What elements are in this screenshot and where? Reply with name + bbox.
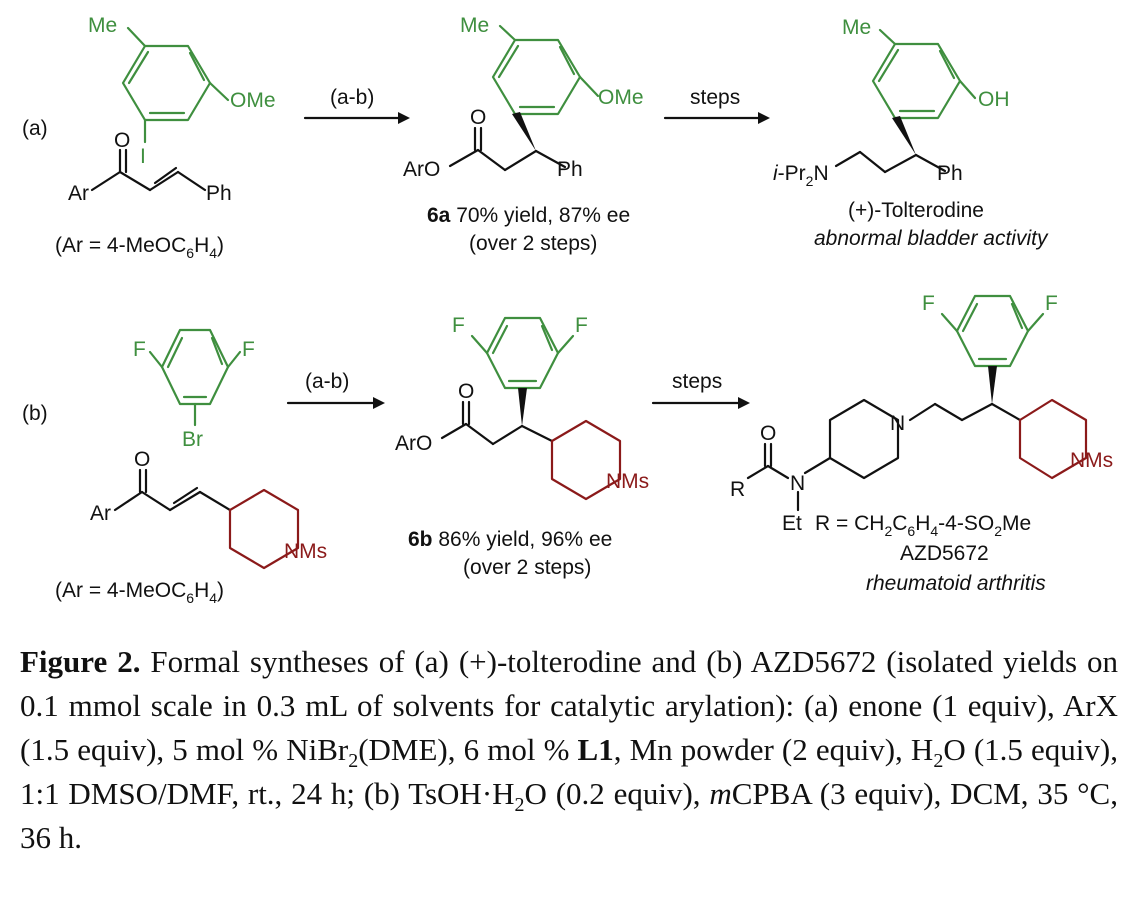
reactant-enone-a: O Ar Ph (Ar = 4-MeOC6H4)	[55, 129, 232, 261]
r-label: R	[730, 478, 745, 501]
bromine-label: Br	[182, 428, 203, 451]
reaction-arrow-a2: steps	[663, 86, 770, 124]
r-definition: R = CH2C6H4-4-SO2Me	[815, 512, 1031, 539]
part-a-label: (a)	[22, 117, 48, 140]
ar-label: Ar	[68, 182, 89, 205]
reaction-arrow-a1: (a-b)	[303, 86, 410, 124]
carbonyl-o: O	[114, 129, 130, 152]
nms-label: NMs	[1070, 449, 1113, 472]
product-6b: F F O ArO NMs 6b 86% yield, 96% ee (over…	[395, 314, 649, 579]
nms-label: NMs	[606, 470, 649, 493]
target-indication: rheumatoid arthritis	[866, 572, 1046, 595]
ar-label: Ar	[90, 502, 111, 525]
et-label: Et	[782, 512, 802, 535]
target-name: (+)-Tolterodine	[848, 199, 984, 222]
product-yield: 6b 86% yield, 96% ee	[408, 528, 612, 551]
reactant-aryl-iodide: Me OMe I	[88, 14, 276, 168]
carbonyl-o: O	[760, 422, 776, 445]
ar-definition: (Ar = 4-MeOC6H4)	[55, 234, 224, 261]
target-tolterodine: Me OH i-Pr2N Ph (+)-Tolterodine abnormal…	[773, 16, 1049, 250]
ar-definition: (Ar = 4-MeOC6H4)	[55, 579, 224, 606]
product-yield: 6a 70% yield, 87% ee	[427, 204, 630, 227]
fluorine-label: F	[242, 338, 255, 361]
ome-label: OMe	[598, 86, 644, 109]
iodine-label: I	[140, 145, 146, 168]
figure-caption: Figure 2. Formal syntheses of (a) (+)-to…	[20, 644, 1118, 855]
aryloxy-label: ArO	[395, 432, 432, 455]
reactant-enone-b: O Ar NMs (Ar = 4-MeOC6H4)	[55, 448, 327, 606]
carbonyl-o: O	[470, 106, 486, 129]
aryloxy-label: ArO	[403, 158, 440, 181]
part-b-label: (b)	[22, 402, 48, 425]
carbonyl-o: O	[458, 380, 474, 403]
target-indication: abnormal bladder activity	[814, 227, 1049, 250]
fluorine-label: F	[575, 314, 588, 337]
ligand-label: L1	[577, 732, 614, 767]
fluorine-label: F	[133, 338, 146, 361]
me-label: Me	[460, 14, 489, 37]
piperidine-n: N	[890, 412, 905, 435]
reaction-arrow-b1: (a-b)	[286, 370, 385, 409]
arrow-label: (a-b)	[305, 370, 349, 393]
me-label: Me	[842, 16, 871, 39]
me-label: Me	[88, 14, 117, 37]
arrow-label: steps	[672, 370, 722, 393]
amine-label: i-Pr2N	[773, 162, 829, 189]
reaction-scheme: (a) Me OMe I O Ar Ph (Ar = 4-MeOC6H4) (a…	[22, 14, 1113, 606]
figure-label: Figure 2.	[20, 644, 141, 679]
arrow-label: steps	[690, 86, 740, 109]
reactant-aryl-bromide: F F Br	[133, 328, 255, 451]
carbonyl-o: O	[134, 448, 150, 471]
ome-label: OMe	[230, 89, 276, 112]
target-name: AZD5672	[900, 542, 989, 565]
fluorine-label: F	[922, 292, 935, 315]
oh-label: OH	[978, 88, 1010, 111]
product-steps: (over 2 steps)	[469, 232, 597, 255]
fluorine-label: F	[1045, 292, 1058, 315]
arrow-label: (a-b)	[330, 86, 374, 109]
amide-n: N	[790, 472, 805, 495]
ph-label: Ph	[206, 182, 232, 205]
ph-label: Ph	[557, 158, 583, 181]
target-azd5672: F F NMs N N Et O R R = CH2C6H4-4-SO2Me A…	[730, 292, 1113, 595]
fluorine-label: F	[452, 314, 465, 337]
product-steps: (over 2 steps)	[463, 556, 591, 579]
reaction-arrow-b2: steps	[651, 370, 750, 409]
product-6a: Me OMe O ArO Ph 6a 70% yield, 87% ee (ov…	[403, 14, 644, 255]
nms-label: NMs	[284, 540, 327, 563]
ph-label: Ph	[937, 162, 963, 185]
